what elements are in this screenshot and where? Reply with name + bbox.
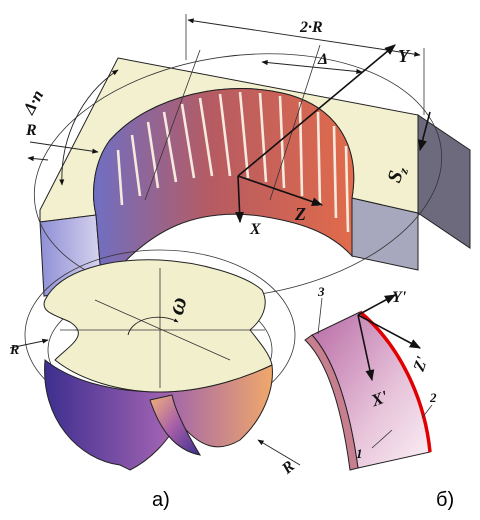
tool-flute-highlight (149, 394, 202, 456)
label-delta: Δ (317, 51, 328, 68)
caption-a: а) (152, 489, 170, 511)
strip-face (311, 311, 431, 469)
label-y: Y (398, 46, 411, 66)
label-x: X (249, 221, 261, 238)
cutting-tool (43, 259, 273, 471)
workpiece-block (39, 57, 471, 297)
axis-y (237, 44, 396, 177)
label-r-top: R (25, 122, 37, 139)
element-detail: Y' Z' X' 3 2 1 (304, 284, 437, 471)
label-delta-n: Δ·n (19, 87, 48, 118)
feed-arrow (418, 111, 431, 152)
axis-y-prime (357, 294, 396, 316)
caption-b: б) (436, 489, 454, 511)
axis-z-prime (357, 314, 421, 349)
cutting-edge-red (358, 310, 432, 453)
strip-side (304, 334, 359, 471)
dim-r-top-line (29, 141, 99, 154)
axis-z (237, 175, 324, 206)
label-z-prime: Z' (410, 354, 431, 374)
label-x-prime: X' (368, 387, 391, 411)
label-num-3: 3 (317, 284, 325, 299)
label-r-bottom: R (278, 457, 298, 478)
annotations-main: 2·R Δ·n R Δ Y X Z Sz ω R R (9, 14, 431, 478)
tool-top-face (43, 259, 273, 393)
label-omega: ω (163, 294, 193, 317)
label-y-prime: Y' (392, 289, 407, 306)
dim-delta-n-line (59, 69, 119, 186)
label-num-2: 2 (429, 390, 437, 405)
axis-x (235, 175, 245, 224)
label-z: Z (294, 204, 306, 224)
block-side-face (417, 114, 471, 249)
axis-x-prime (357, 314, 375, 382)
rotation-arrow (127, 316, 179, 336)
helical-grooves (116, 91, 350, 233)
label-r-left: R (9, 343, 19, 358)
label-sz: Sz (383, 162, 411, 186)
dim-2r-line (187, 18, 421, 57)
label-2r: 2·R (299, 19, 323, 36)
dim-delta-line (261, 60, 363, 74)
label-num-1: 1 (356, 446, 363, 461)
